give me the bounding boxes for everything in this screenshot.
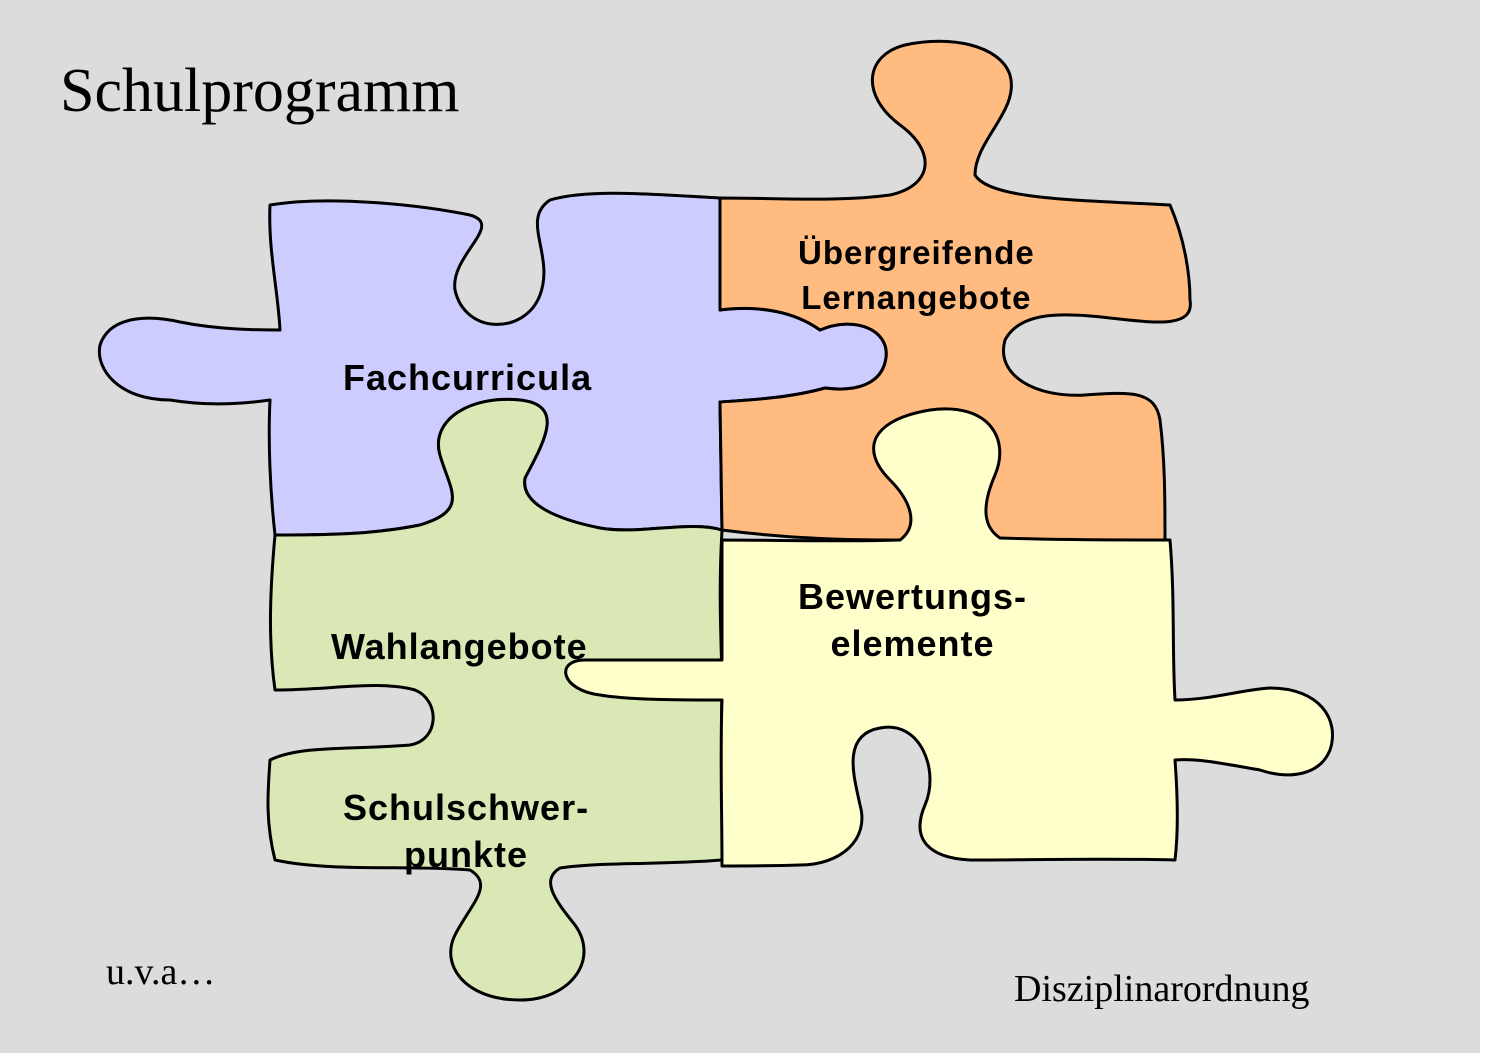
wahlangebote-text: Wahlangebote bbox=[331, 626, 588, 667]
note-left: u.v.a… bbox=[106, 951, 216, 993]
uebergreifende-piece bbox=[718, 39, 1192, 546]
page-title: Schulprogramm bbox=[60, 57, 460, 125]
wahlangebote-piece bbox=[266, 397, 725, 1002]
uebergreifende-line2: Lernangebote bbox=[801, 278, 1032, 316]
schulschwer-line1: Schulschwer- bbox=[343, 787, 590, 828]
fachcurricula-label: Fachcurricula bbox=[343, 357, 592, 399]
uebergreifende-label: Übergreifende Lernangebote bbox=[798, 231, 1035, 320]
bewertung-line1: Bewertungs- bbox=[798, 576, 1028, 617]
uebergreifende-line1: Übergreifende bbox=[798, 234, 1035, 271]
bewertung-label: Bewertungs- elemente bbox=[798, 574, 1027, 668]
fachcurricula-text: Fachcurricula bbox=[343, 357, 593, 398]
wahlangebote-label: Wahlangebote bbox=[331, 626, 588, 668]
bewertung-line2: elemente bbox=[830, 622, 995, 664]
schulschwer-line2: punkte bbox=[404, 833, 529, 875]
note-right: Disziplinarordnung bbox=[1014, 968, 1310, 1010]
schulschwer-label: Schulschwer- punkte bbox=[343, 785, 589, 879]
bewertung-piece bbox=[564, 407, 1334, 868]
